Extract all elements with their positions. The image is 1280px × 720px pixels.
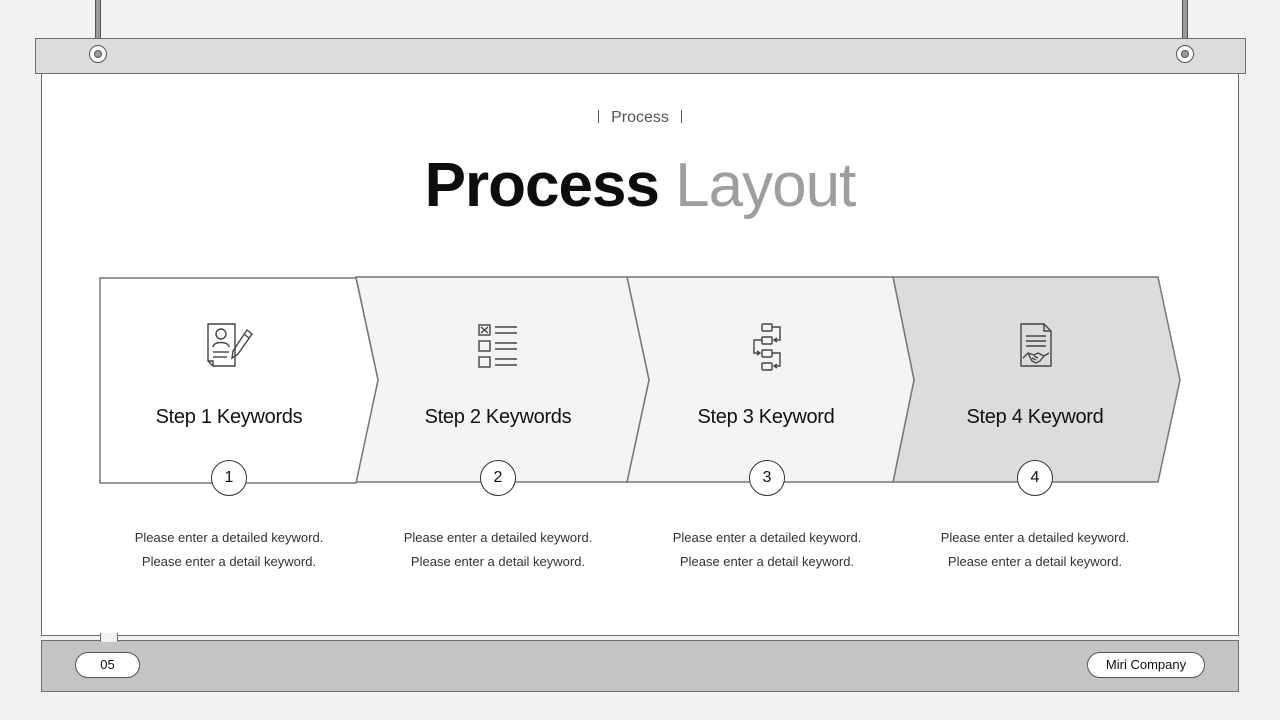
bottom-bar xyxy=(41,640,1239,692)
step-1-desc-line-1: Please enter a detailed keyword. xyxy=(134,530,324,545)
step-2-chevron xyxy=(355,276,650,483)
page-title: Process Layout xyxy=(0,150,1280,221)
hanger-ring-left xyxy=(89,45,107,63)
step-1-desc-line-2: Please enter a detail keyword. xyxy=(141,554,317,569)
top-bar xyxy=(35,38,1246,74)
step-2-desc-line-1: Please enter a detailed keyword. xyxy=(403,530,593,545)
board-notch xyxy=(100,633,118,642)
contract-handshake-icon xyxy=(1020,323,1052,367)
step-1-chevron xyxy=(99,277,379,484)
step-4-desc-line-2: Please enter a detail keyword. xyxy=(947,554,1123,569)
profile-document-pencil-icon xyxy=(207,323,253,367)
page-number-badge: 05 xyxy=(75,652,140,678)
step-3-label: Step 3 Keyword xyxy=(697,406,835,428)
step-2-number: 2 xyxy=(480,460,516,496)
section-eyebrow: Process xyxy=(0,109,1280,127)
step-3-chevron xyxy=(626,276,915,483)
step-2-desc-line-2: Please enter a detail keyword. xyxy=(410,554,586,569)
step-4-label: Step 4 Keyword xyxy=(966,406,1104,428)
step-4-description: Please enter a detailed keyword. Please … xyxy=(905,526,1165,574)
checklist-icon xyxy=(478,324,517,368)
step-2-description: Please enter a detailed keyword. Please … xyxy=(368,526,628,574)
title-dark-word: Process xyxy=(424,151,660,220)
step-3-number: 3 xyxy=(749,460,785,496)
company-name-badge: Miri Company xyxy=(1087,652,1205,678)
eyebrow-text: Process xyxy=(611,109,669,126)
step-1-description: Please enter a detailed keyword. Please … xyxy=(99,526,359,574)
step-4-desc-line-1: Please enter a detailed keyword. xyxy=(940,530,1130,545)
step-3-desc-line-2: Please enter a detail keyword. xyxy=(679,554,855,569)
step-3-description: Please enter a detailed keyword. Please … xyxy=(637,526,897,574)
step-2-label: Step 2 Keywords xyxy=(424,406,572,428)
step-4-number: 4 xyxy=(1017,460,1053,496)
step-4-chevron xyxy=(892,276,1181,483)
step-1-label: Step 1 Keywords xyxy=(155,406,303,428)
flow-structure-icon xyxy=(753,323,781,371)
step-1-number: 1 xyxy=(211,460,247,496)
eyebrow-bar-left xyxy=(597,110,600,123)
eyebrow-bar-right xyxy=(680,110,683,123)
hanger-ring-right xyxy=(1176,45,1194,63)
step-3-desc-line-1: Please enter a detailed keyword. xyxy=(672,530,862,545)
title-light-word: Layout xyxy=(675,151,856,220)
